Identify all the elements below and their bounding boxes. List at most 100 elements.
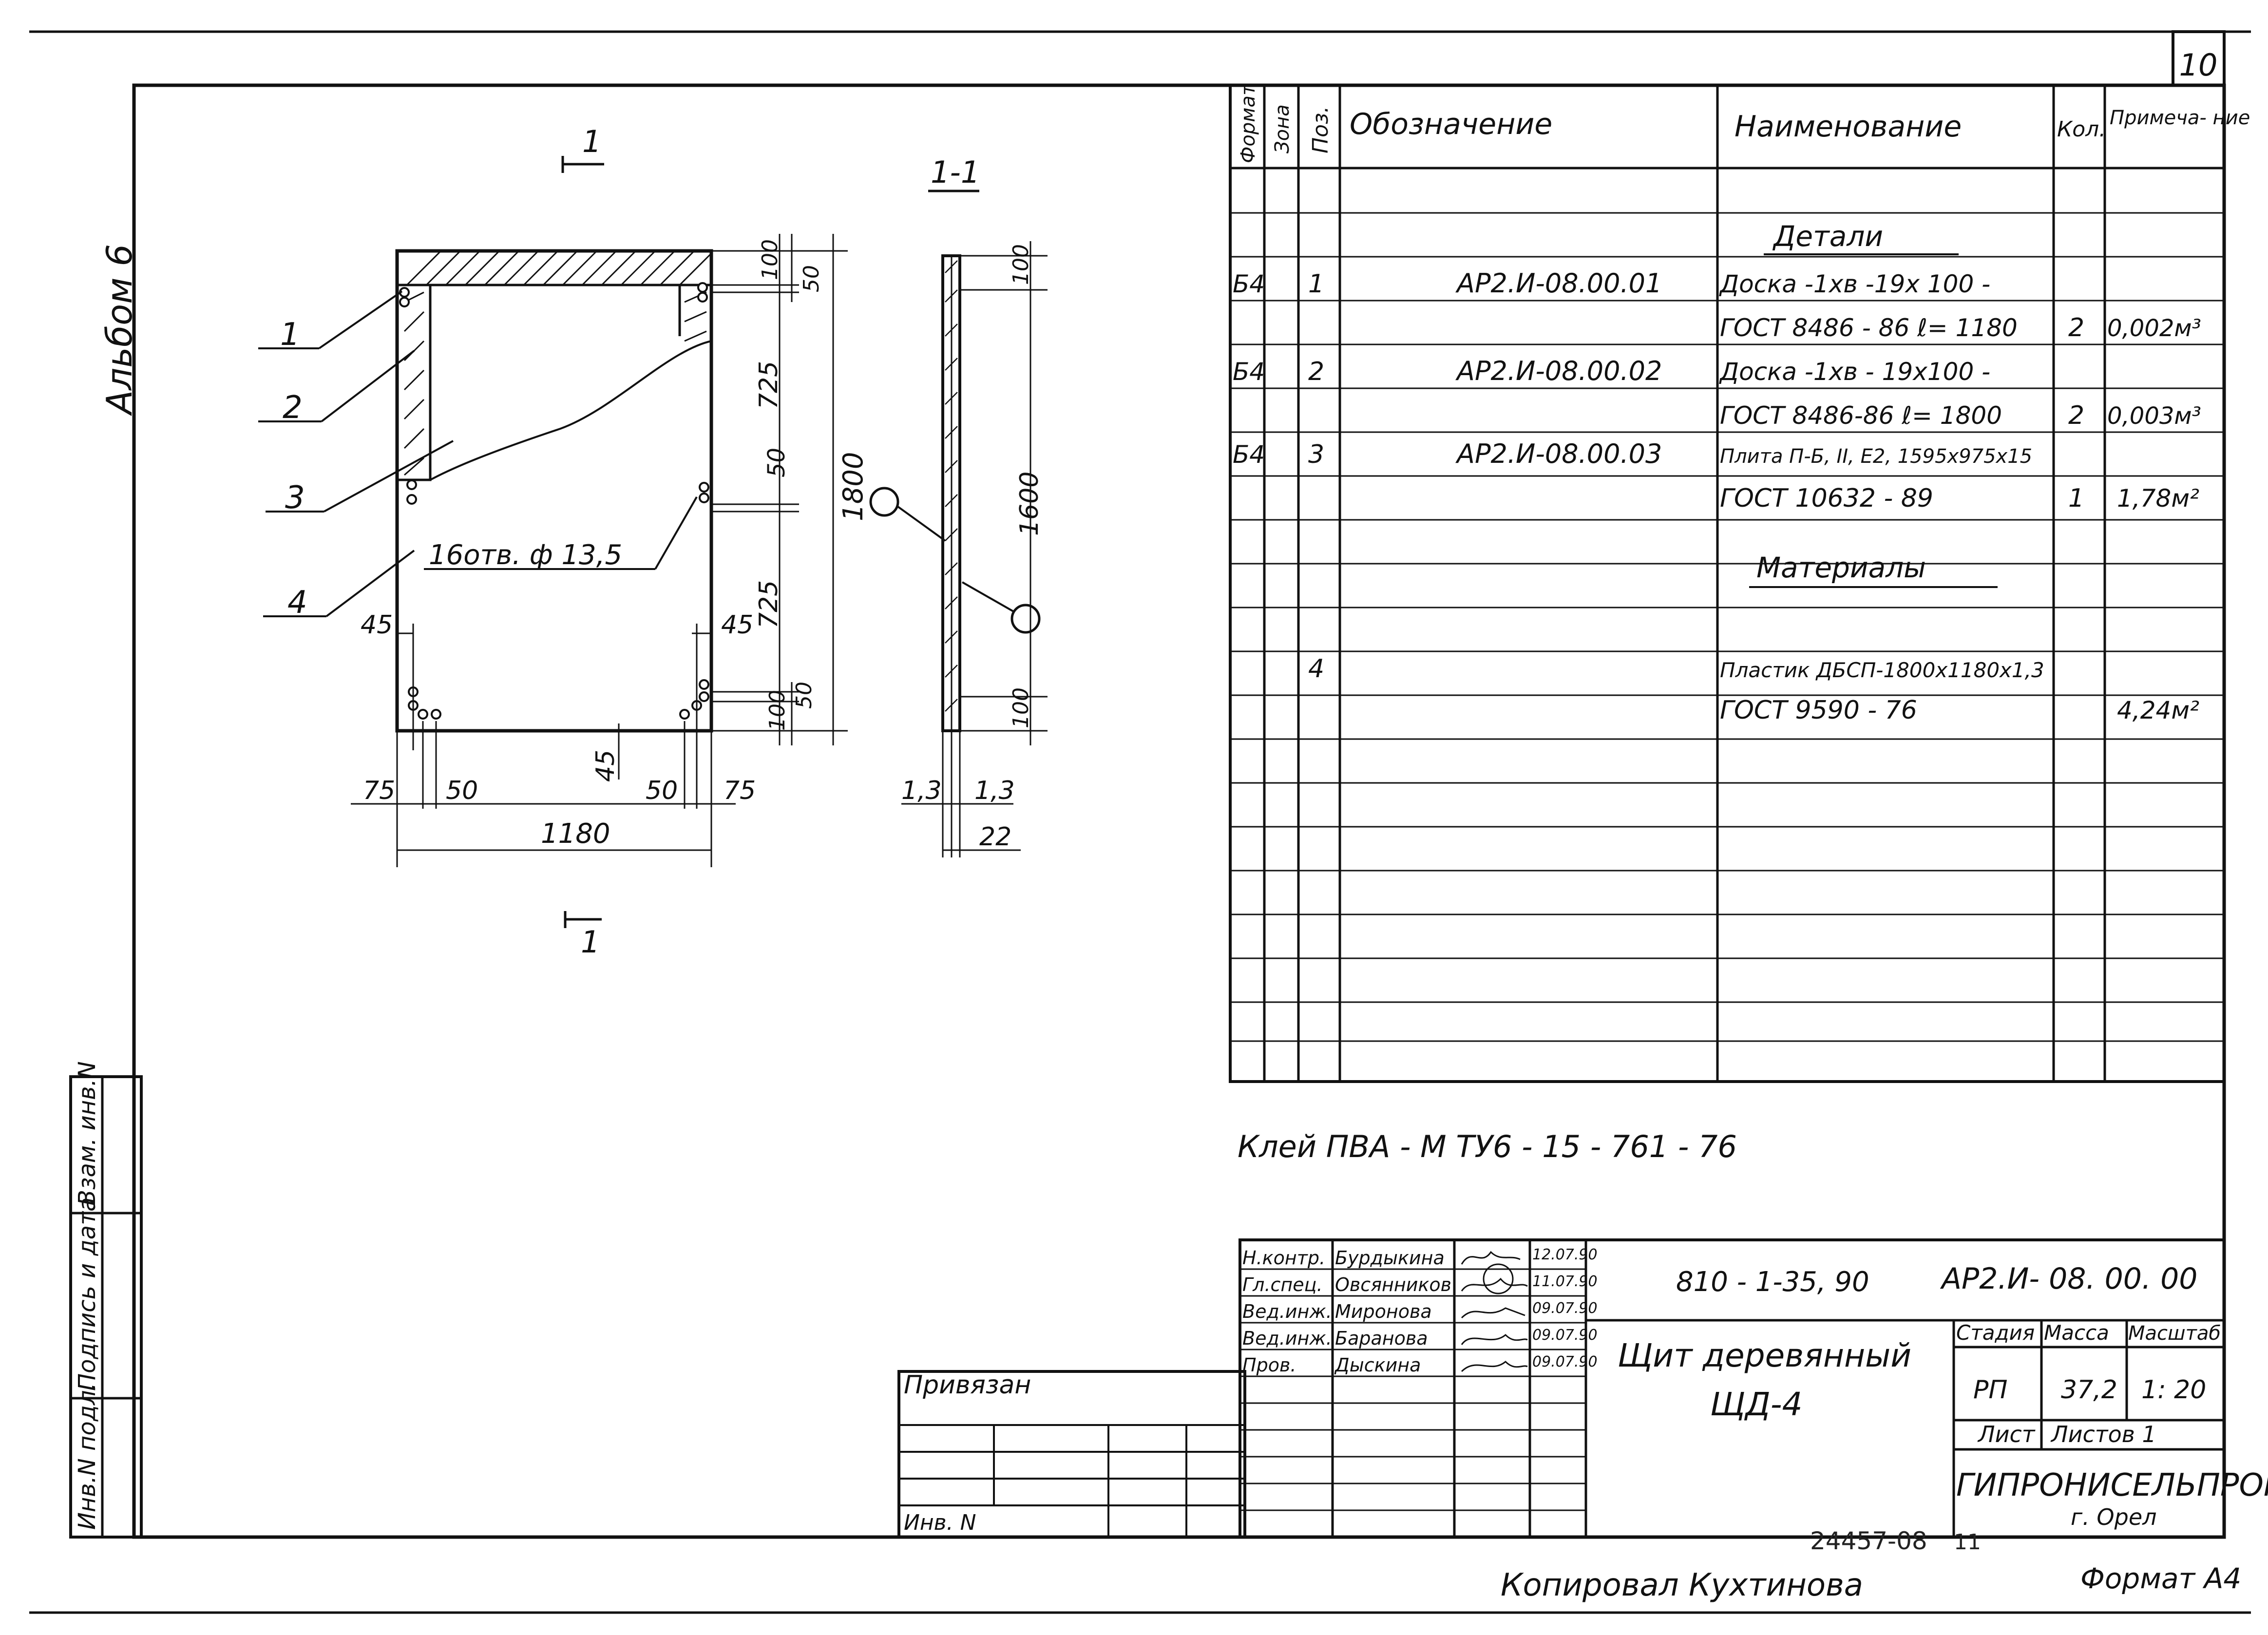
dim-50-right: 50 <box>646 776 678 805</box>
inv-podl-label: Инв.N подл. <box>74 1383 101 1530</box>
header-designation: Обозначение <box>1350 107 1552 141</box>
role-1: Н.контр. <box>1242 1247 1325 1269</box>
sec-dim-100-top: 100 <box>1009 244 1033 285</box>
spec-table: Формат Зона Поз. Обозначение Наименовани… <box>1229 83 2250 1083</box>
cell-name: Доска -1хв -19х 100 - <box>1719 270 1990 298</box>
section-mark-top: 1 <box>582 124 601 159</box>
vzam-inv-label: Взам. инв.N <box>74 1061 101 1206</box>
table-row: ГОСТ 8486 - 86 ℓ= 1180 2 0,002м³ <box>1720 313 2201 342</box>
cell-qty: 2 <box>2068 401 2084 430</box>
doc-code: АР2.И- 08. 00. 00 <box>1940 1262 2197 1296</box>
sec-dim-13-left: 1,3 <box>901 776 942 805</box>
name-1: Бурдыкина <box>1335 1247 1445 1269</box>
dim-725-lower: 725 <box>754 580 783 628</box>
cell-name: ГОСТ 8486-86 ℓ= 1800 <box>1720 401 2002 430</box>
project-code: 810 - 1-35, 90 <box>1676 1266 1869 1298</box>
dim-75-left: 75 <box>363 776 395 805</box>
role-2: Гл.спец. <box>1242 1274 1323 1295</box>
front-view: 1 1 1 2 3 4 16отв. ф 13,5 <box>258 124 869 960</box>
dim-1180: 1180 <box>541 818 610 850</box>
format-label: Формат А4 <box>2080 1562 2241 1595</box>
dim-45-bottom: 45 <box>591 750 620 782</box>
inv-label: Инв. N <box>904 1510 976 1535</box>
sign-date-label: Подпись и дата <box>74 1197 101 1391</box>
date-4: 09.07.90 <box>1532 1327 1598 1344</box>
cell-pos: 2 <box>1308 357 1324 386</box>
dim-725-upper: 725 <box>754 361 783 409</box>
album-label: Альбом 6 <box>99 244 140 416</box>
cell-note: 0,002м³ <box>2107 315 2201 342</box>
sec-dim-22: 22 <box>979 822 1011 852</box>
table-row: ГОСТ 10632 - 89 1 1,78м² <box>1720 484 2199 513</box>
cell-name: ГОСТ 8486 - 86 ℓ= 1180 <box>1720 314 2018 342</box>
binding-box: Привязан Инв. N <box>897 1370 1246 1539</box>
signatures <box>1461 1251 1528 1372</box>
name-2: Овсянников <box>1335 1274 1451 1295</box>
dim-50-mid: 50 <box>763 448 790 477</box>
cell-pos: 3 <box>1308 440 1324 469</box>
cell-format: Б4 <box>1233 270 1265 298</box>
section-details: Детали <box>1772 220 1883 253</box>
panel-outline <box>395 249 713 733</box>
copied-by: Копировал Кухтинова <box>1501 1567 1863 1603</box>
dim-50-left: 50 <box>446 776 478 805</box>
dim-50-top: 50 <box>799 265 824 292</box>
archive-sheet: 11 <box>1954 1530 1981 1555</box>
role-3: Вед.инж. <box>1242 1301 1332 1322</box>
cell-name: ГОСТ 9590 - 76 <box>1720 696 1917 725</box>
role-4: Вед.инж. <box>1242 1328 1332 1349</box>
header-pos: Поз. <box>1308 106 1333 153</box>
header-note: Примеча- ние <box>2110 107 2250 129</box>
header-name: Наименование <box>1734 110 1962 144</box>
title-line-2: ЩД-4 <box>1710 1386 1803 1423</box>
dim-75-right: 75 <box>724 776 756 805</box>
stage-label: Стадия <box>1956 1321 2035 1345</box>
archive-number: 24457-08 <box>1810 1527 1927 1555</box>
top-board <box>396 249 713 286</box>
section-mark-bottom: 1 <box>581 924 600 960</box>
page-number: 10 <box>2179 47 2218 83</box>
sheet-label: Лист <box>1977 1421 2036 1447</box>
cell-qty: 2 <box>2068 313 2084 342</box>
section-view: 1-1 100 1600 100 1,3 1,3 22 <box>869 154 1048 857</box>
date-1: 12.07.90 <box>1532 1246 1598 1263</box>
glue-note: Клей ПВА - М ТУ6 - 15 - 761 - 76 <box>1238 1129 1737 1164</box>
left-board <box>396 284 432 481</box>
title-line-1: Щит деревянный <box>1618 1337 1911 1374</box>
cell-designation: АР2.И-08.00.03 <box>1455 438 1662 469</box>
org-city: г. Орел <box>2071 1504 2157 1530</box>
table-row: 4 Пластик ДБСП-1800х1180х1,3 <box>1308 654 2044 684</box>
mass-value: 37,2 <box>2061 1375 2117 1405</box>
sec-dim-13-right: 1,3 <box>974 776 1015 805</box>
title-block: Н.контр. Гл.спец. Вед.инж. Вед.инж. Пров… <box>1239 1238 2268 1539</box>
cell-designation: АР2.И-08.00.02 <box>1455 356 1662 386</box>
scale-value: 1: 20 <box>2141 1375 2206 1405</box>
dim-1800: 1800 <box>838 452 869 521</box>
dim-100-top: 100 <box>758 239 782 280</box>
cell-format: Б4 <box>1233 358 1265 386</box>
sec-dim-100-bottom: 100 <box>1009 687 1033 728</box>
table-row: ГОСТ 8486-86 ℓ= 1800 2 0,003м³ <box>1720 401 2201 430</box>
dim-100-bottom: 100 <box>765 690 790 731</box>
table-row: Б4 2 АР2.И-08.00.02 Доска -1хв - 19х100 … <box>1233 356 1990 386</box>
top-board-hatch <box>406 250 712 286</box>
cell-note: 4,24м² <box>2117 696 2199 724</box>
cell-name: ГОСТ 10632 - 89 <box>1720 484 1933 513</box>
table-row: ГОСТ 9590 - 76 4,24м² <box>1720 696 2199 725</box>
cell-format: Б4 <box>1233 440 1265 469</box>
role-5: Пров. <box>1242 1354 1296 1376</box>
holes-note: 16отв. ф 13,5 <box>429 539 622 571</box>
callout-4: 4 <box>287 585 307 621</box>
cell-designation: АР2.И-08.00.01 <box>1455 268 1662 299</box>
cell-note: 0,003м³ <box>2107 402 2201 430</box>
cell-qty: 1 <box>2068 484 2084 513</box>
cell-name: Плита П-Б, II, Е2, 1595х975х15 <box>1720 445 2032 468</box>
binding-label: Привязан <box>904 1370 1031 1400</box>
header-zone: Зона <box>1271 104 1294 153</box>
section-materials: Материалы <box>1756 551 1926 584</box>
name-3: Миронова <box>1335 1301 1432 1322</box>
cell-name: Пластик ДБСП-1800х1180х1,3 <box>1720 658 2044 682</box>
header-qty: Кол. <box>2057 117 2106 142</box>
date-5: 09.07.90 <box>1532 1353 1598 1370</box>
